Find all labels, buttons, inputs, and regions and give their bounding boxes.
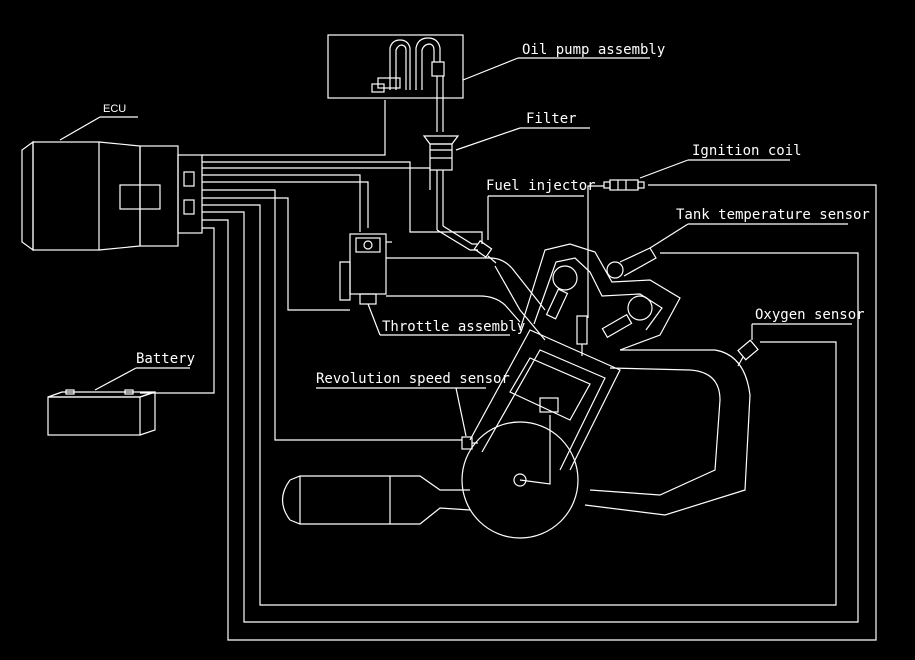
oil-pump-label: Oil pump assembly xyxy=(522,42,665,58)
battery xyxy=(47,389,156,436)
tank-temperature-sensor xyxy=(606,247,657,279)
ecu-label: ECU xyxy=(103,103,126,115)
ecu-unit xyxy=(21,116,203,252)
oil-pump-assembly xyxy=(327,34,464,132)
throttle-label: Throttle assembly xyxy=(382,319,525,335)
muffler xyxy=(281,475,471,525)
ignition-coil-label: Ignition coil xyxy=(692,143,802,159)
fuel-injector xyxy=(473,240,497,264)
filter-label: Filter xyxy=(526,111,577,127)
oil-pump-leader xyxy=(462,57,519,81)
fuel-injector-label: Fuel injector xyxy=(486,178,596,194)
oxygen-sensor xyxy=(737,339,759,367)
fuel-filter xyxy=(422,135,478,251)
rev-speed-label: Revolution speed sensor xyxy=(316,371,510,387)
wiring-harness xyxy=(140,100,877,641)
throttle-assembly xyxy=(339,233,546,323)
tank-temp-leader xyxy=(649,223,689,249)
battery-label: Battery xyxy=(136,351,195,367)
tank-temp-label: Tank temperature sensor xyxy=(676,207,870,223)
ignition-coil xyxy=(587,179,645,318)
valve-springs xyxy=(545,288,633,339)
ignition-coil-leader xyxy=(639,159,689,179)
filter-leader xyxy=(455,127,521,151)
battery-leader xyxy=(94,367,137,391)
throttle-leader xyxy=(367,303,381,336)
engine-block xyxy=(461,243,751,539)
oxygen-label: Oxygen sensor xyxy=(755,307,865,323)
rev-speed-leader xyxy=(455,387,467,437)
